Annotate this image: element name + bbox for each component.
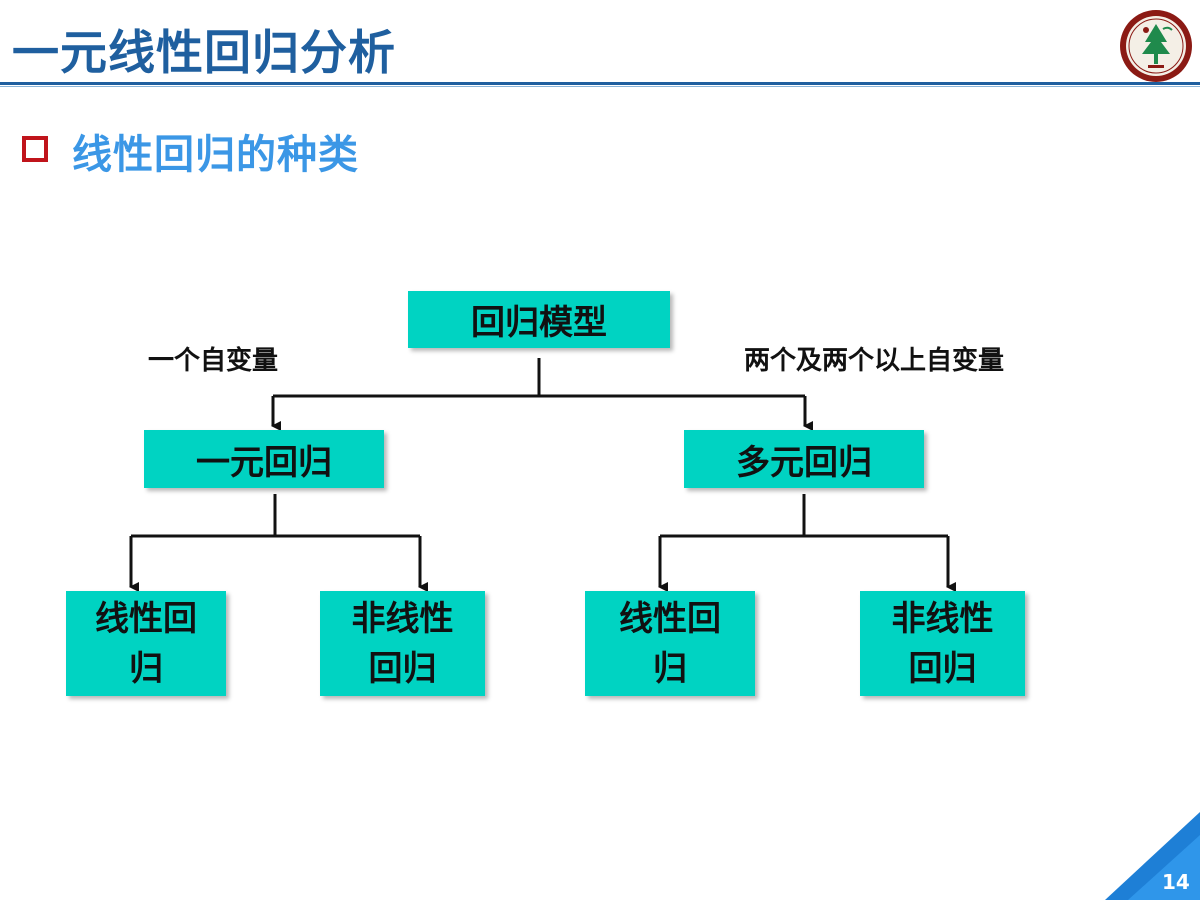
- leaf-3-line-2: 归: [652, 648, 687, 689]
- title-divider: [0, 82, 1200, 85]
- node-simple-regression: 一元回归: [144, 430, 384, 488]
- leaf-2-line-1: 非线性: [351, 598, 454, 639]
- leaf-node-4: 非线性 回归: [860, 591, 1025, 696]
- leaf-2-line-2: 回归: [368, 648, 437, 689]
- node-simple-regression-label: 一元回归: [196, 442, 332, 483]
- leaf-node-2: 非线性 回归: [320, 591, 485, 696]
- slide-title: 一元线性回归分析: [12, 26, 396, 81]
- leaf-4-line-1: 非线性: [891, 598, 994, 639]
- section-heading: 线性回归的种类: [72, 132, 359, 178]
- leaf-3-line-1: 线性回: [618, 598, 721, 639]
- node-root-label: 回归模型: [471, 303, 607, 343]
- node-regression-model: 回归模型: [408, 291, 670, 348]
- branch-label-one-variable: 一个自变量: [148, 346, 279, 376]
- node-multiple-regression-label: 多元回归: [736, 442, 872, 483]
- leaf-node-1: 线性回 归: [66, 591, 226, 696]
- leaf-1-line-1: 线性回: [94, 598, 197, 639]
- branch-label-multiple-variables: 两个及两个以上自变量: [744, 346, 1005, 376]
- leaf-node-3: 线性回 归: [585, 591, 755, 696]
- title-divider-light: [0, 86, 1200, 87]
- page-number: 14: [1162, 870, 1190, 894]
- leaf-4-line-2: 回归: [908, 648, 977, 689]
- hollow-square-bullet-icon: [22, 136, 48, 162]
- university-seal-logo: [1120, 10, 1192, 82]
- leaf-1-line-2: 归: [128, 648, 163, 689]
- node-multiple-regression: 多元回归: [684, 430, 924, 488]
